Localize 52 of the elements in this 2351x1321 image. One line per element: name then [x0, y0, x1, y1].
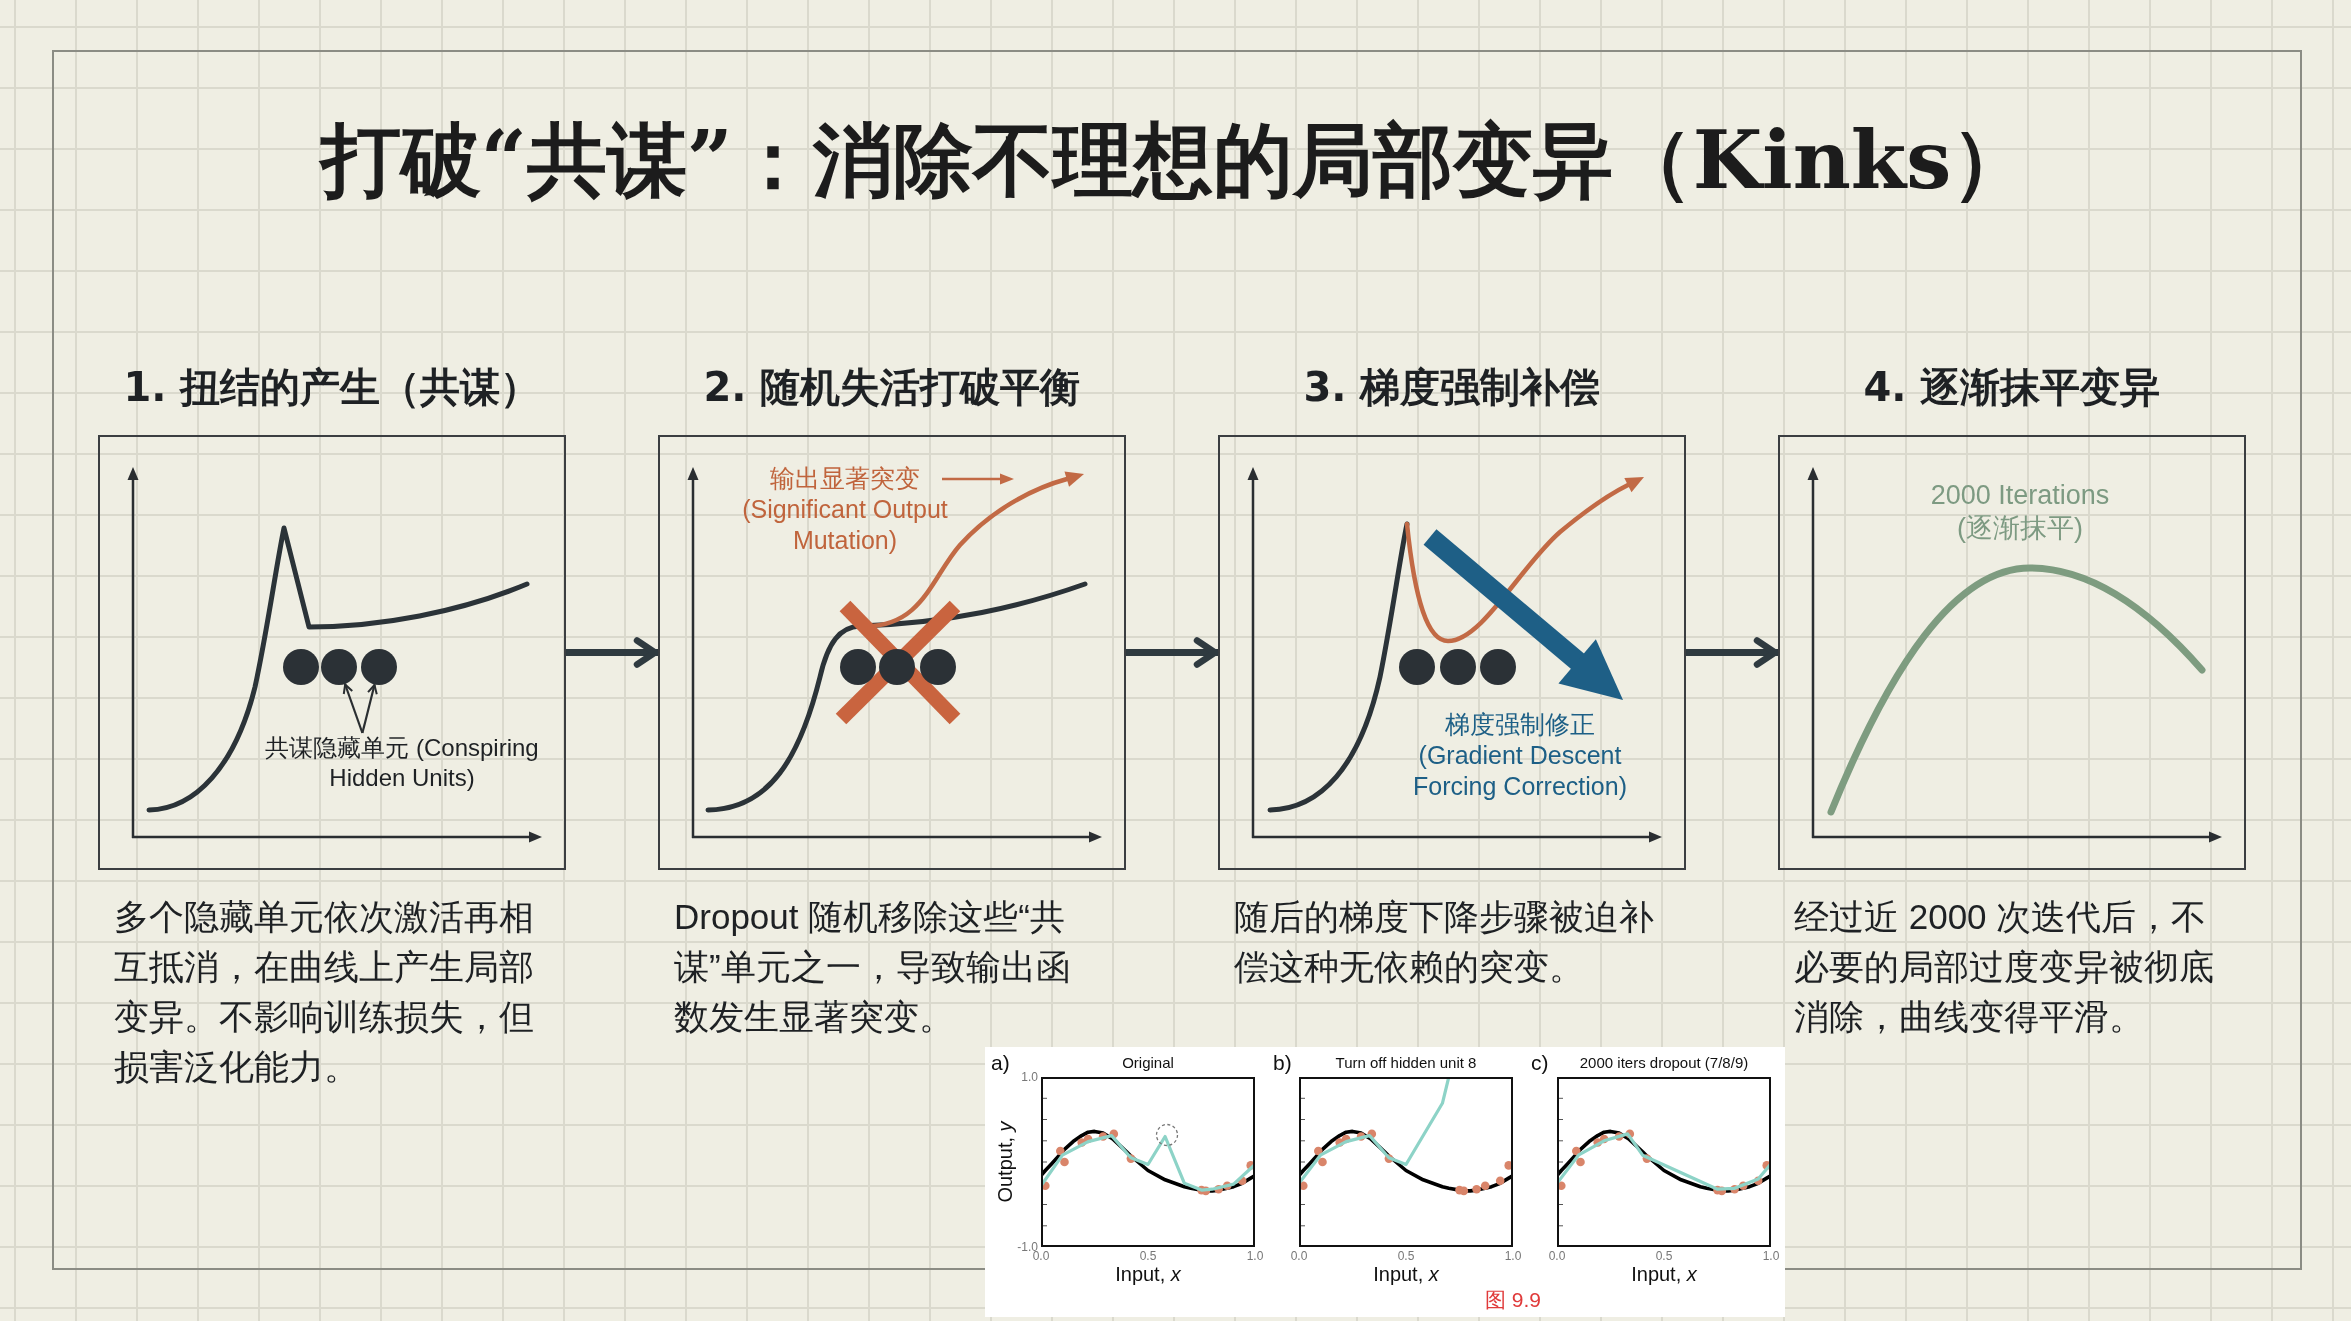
- step-heading: 1. 扭结的产生（共谋）: [123, 363, 541, 412]
- chart-title: Turn off hidden unit 8: [1335, 1053, 1477, 1073]
- tick-label: 1.0: [1504, 1249, 1522, 1263]
- axis-label: Input, x: [1115, 1262, 1181, 1286]
- step-heading: 4. 逐渐抹平变异: [1863, 363, 2161, 412]
- tick-label: 1.0: [1246, 1249, 1264, 1263]
- dot-icon: [840, 649, 876, 685]
- point: [1572, 1146, 1581, 1156]
- axis-label: Output, y: [993, 1121, 1017, 1203]
- tick-label: 0.0: [1548, 1249, 1566, 1263]
- subfigure-letter: a): [991, 1050, 1010, 1076]
- subfigure-letter: c): [1531, 1050, 1549, 1076]
- dot-icon: [321, 649, 357, 685]
- tick-label: 0.5: [1397, 1249, 1415, 1263]
- dot-icon: [1480, 649, 1516, 685]
- chart-title: 2000 iters dropout (7/8/9): [1579, 1053, 1749, 1073]
- dot-icon: [361, 649, 397, 685]
- tick-label: 1.0: [1762, 1249, 1780, 1263]
- point: [1472, 1184, 1481, 1194]
- subfigure-letter: b): [1273, 1050, 1292, 1076]
- figure-caption: 图 9.9: [1485, 1287, 1542, 1313]
- axis-label: Input, x: [1373, 1262, 1439, 1286]
- point: [1576, 1157, 1585, 1167]
- callout-label: 共谋隐藏单元 (Conspiring Hidden Units): [237, 733, 567, 793]
- dot-icon: [1399, 649, 1435, 685]
- annotation-text: 梯度强制修正 (Gradient Descent Forcing Correction): [1412, 709, 1628, 802]
- point: [1318, 1157, 1327, 1167]
- leader-arrow: [342, 683, 364, 734]
- point: [1314, 1146, 1323, 1156]
- annotation-text: 2000 Iterations (逐渐抹平): [1929, 479, 2111, 546]
- tick-label: 0.0: [1290, 1249, 1308, 1263]
- step-description: 经过近 2000 次迭代后，不必要的局部过度变异被彻底消除，曲线变得平滑。: [1794, 896, 2215, 1038]
- step-heading: 2. 随机失活打破平衡: [703, 363, 1081, 412]
- page-title: 打破“共谋”：消除不理想的局部变异（Kinks）: [320, 112, 2032, 208]
- tick-label: 0.5: [1139, 1249, 1157, 1263]
- point: [1060, 1157, 1069, 1167]
- annotation-text: 输出显著突变 (Significant Output Mutation): [741, 463, 949, 556]
- dot-icon: [920, 649, 956, 685]
- chart-title: Original: [1122, 1053, 1174, 1073]
- dot-icon: [1440, 649, 1476, 685]
- tick-label: 1.0: [1021, 1070, 1038, 1084]
- dot-icon: [283, 649, 319, 685]
- point: [1495, 1176, 1505, 1185]
- leader-arrow: [361, 684, 378, 734]
- point: [1056, 1146, 1065, 1156]
- tick-label: 0.5: [1655, 1249, 1673, 1263]
- step-heading: 3. 梯度强制补偿: [1303, 363, 1601, 412]
- step-description: Dropout 随机移除这些“共谋”单元之一，导致输出函数发生显著突变。: [674, 896, 1072, 1038]
- step-description: 随后的梯度下降步骤被迫补偿这种无依赖的突变。: [1234, 896, 1655, 988]
- axis-label: Input, x: [1631, 1262, 1697, 1286]
- step-description: 多个隐藏单元依次激活再相互抵消，在曲线上产生局部变异。不影响训练损失，但损害泛化能力。: [114, 896, 535, 1088]
- point: [1480, 1181, 1490, 1191]
